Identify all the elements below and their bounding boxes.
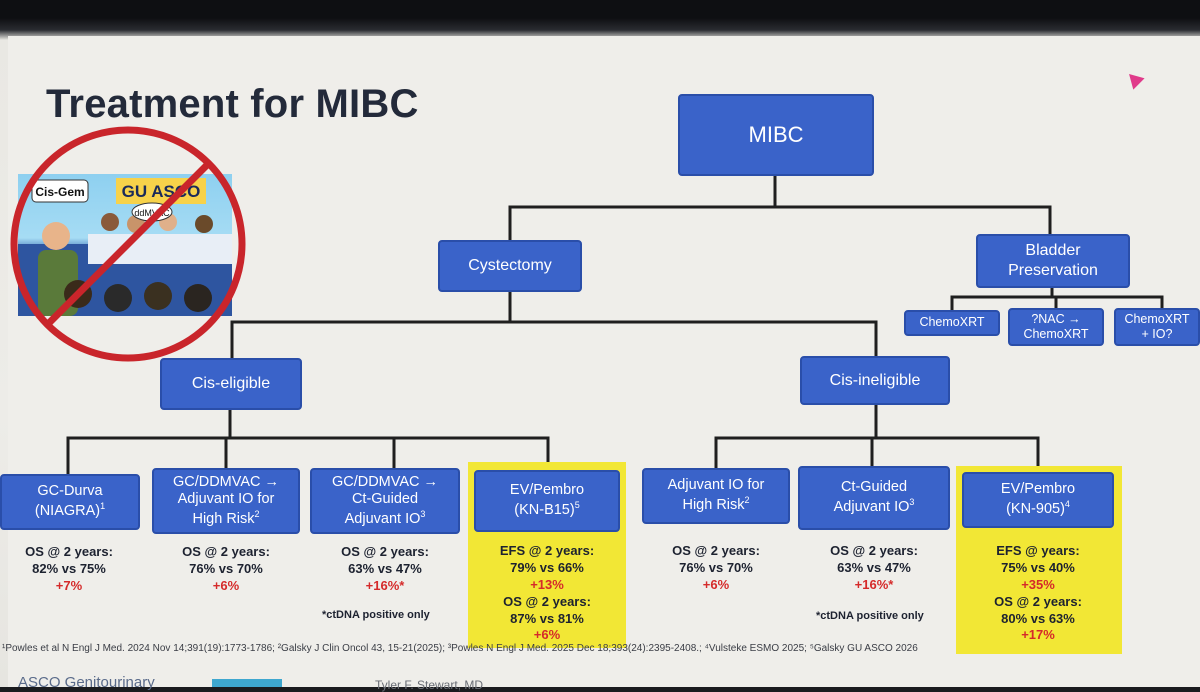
stats-adjuvant-io-high-risk: OS @ 2 years: 76% vs 70% +6% xyxy=(672,543,760,592)
node-cystectomy: Cystectomy xyxy=(438,240,582,292)
note-ctdna-1: *ctDNA positive only xyxy=(322,609,430,621)
stats-gc-durva: OS @ 2 years: 82% vs 75% +7% xyxy=(25,544,113,593)
node-chemoxrt-io: ChemoXRT + IO? xyxy=(1114,308,1200,346)
regimen-ct-guided-adjuvant-io: Ct-Guided Adjuvant IO3 xyxy=(798,466,950,530)
regimen-ev-pembro-kn-905: EV/Pembro (KN-905)4 xyxy=(962,472,1114,528)
footer-logo-bar xyxy=(212,679,282,687)
node-mibc: MIBC xyxy=(678,94,874,176)
stats-gc-ddmvac-adjuvant-io: OS @ 2 years: 76% vs 70% +6% xyxy=(182,544,270,593)
references: ¹Powles et al N Engl J Med. 2024 Nov 14;… xyxy=(2,643,918,654)
footer-asco: ASCO Genitourinary xyxy=(18,674,155,691)
regimen-gc-ddmvac-adjuvant-io: GC/DDMVAC → Adjuvant IO for High Risk2 xyxy=(152,468,300,534)
node-cis-ineligible: Cis-ineligible xyxy=(800,356,950,405)
regimen-gc-durva: GC-Durva (NIAGRA)1 xyxy=(0,474,140,530)
regimen-ev-pembro-kn-b15: EV/Pembro (KN-B15)5 xyxy=(474,470,620,532)
node-chemoxrt: ChemoXRT xyxy=(904,310,1000,336)
node-cis-eligible: Cis-eligible xyxy=(160,358,302,410)
slide-title: Treatment for MIBC xyxy=(46,82,419,126)
stats-gc-ddmvac-ct-guided: OS @ 2 years: 63% vs 47% +16%* xyxy=(341,544,429,593)
stats-ct-guided-adjuvant-io: OS @ 2 years: 63% vs 47% +16%* xyxy=(830,543,918,592)
stats-ev-pembro-kn-905: EFS @ years: 75% vs 40% +35% OS @ 2 year… xyxy=(994,543,1082,643)
footer-presenter: Tyler F. Stewart, MD xyxy=(375,678,484,692)
stats-ev-pembro-kn-b15: EFS @ 2 years: 79% vs 66% +13% OS @ 2 ye… xyxy=(499,543,595,643)
note-ctdna-2: *ctDNA positive only xyxy=(816,610,924,622)
node-bladder-preservation: Bladder Preservation xyxy=(976,234,1130,288)
node-nac-chemoxrt: ?NAC → ChemoXRT xyxy=(1008,308,1104,346)
regimen-adjuvant-io-high-risk: Adjuvant IO for High Risk2 xyxy=(642,468,790,524)
regimen-gc-ddmvac-ct-guided: GC/DDMVAC → Ct-Guided Adjuvant IO3 xyxy=(310,468,460,534)
